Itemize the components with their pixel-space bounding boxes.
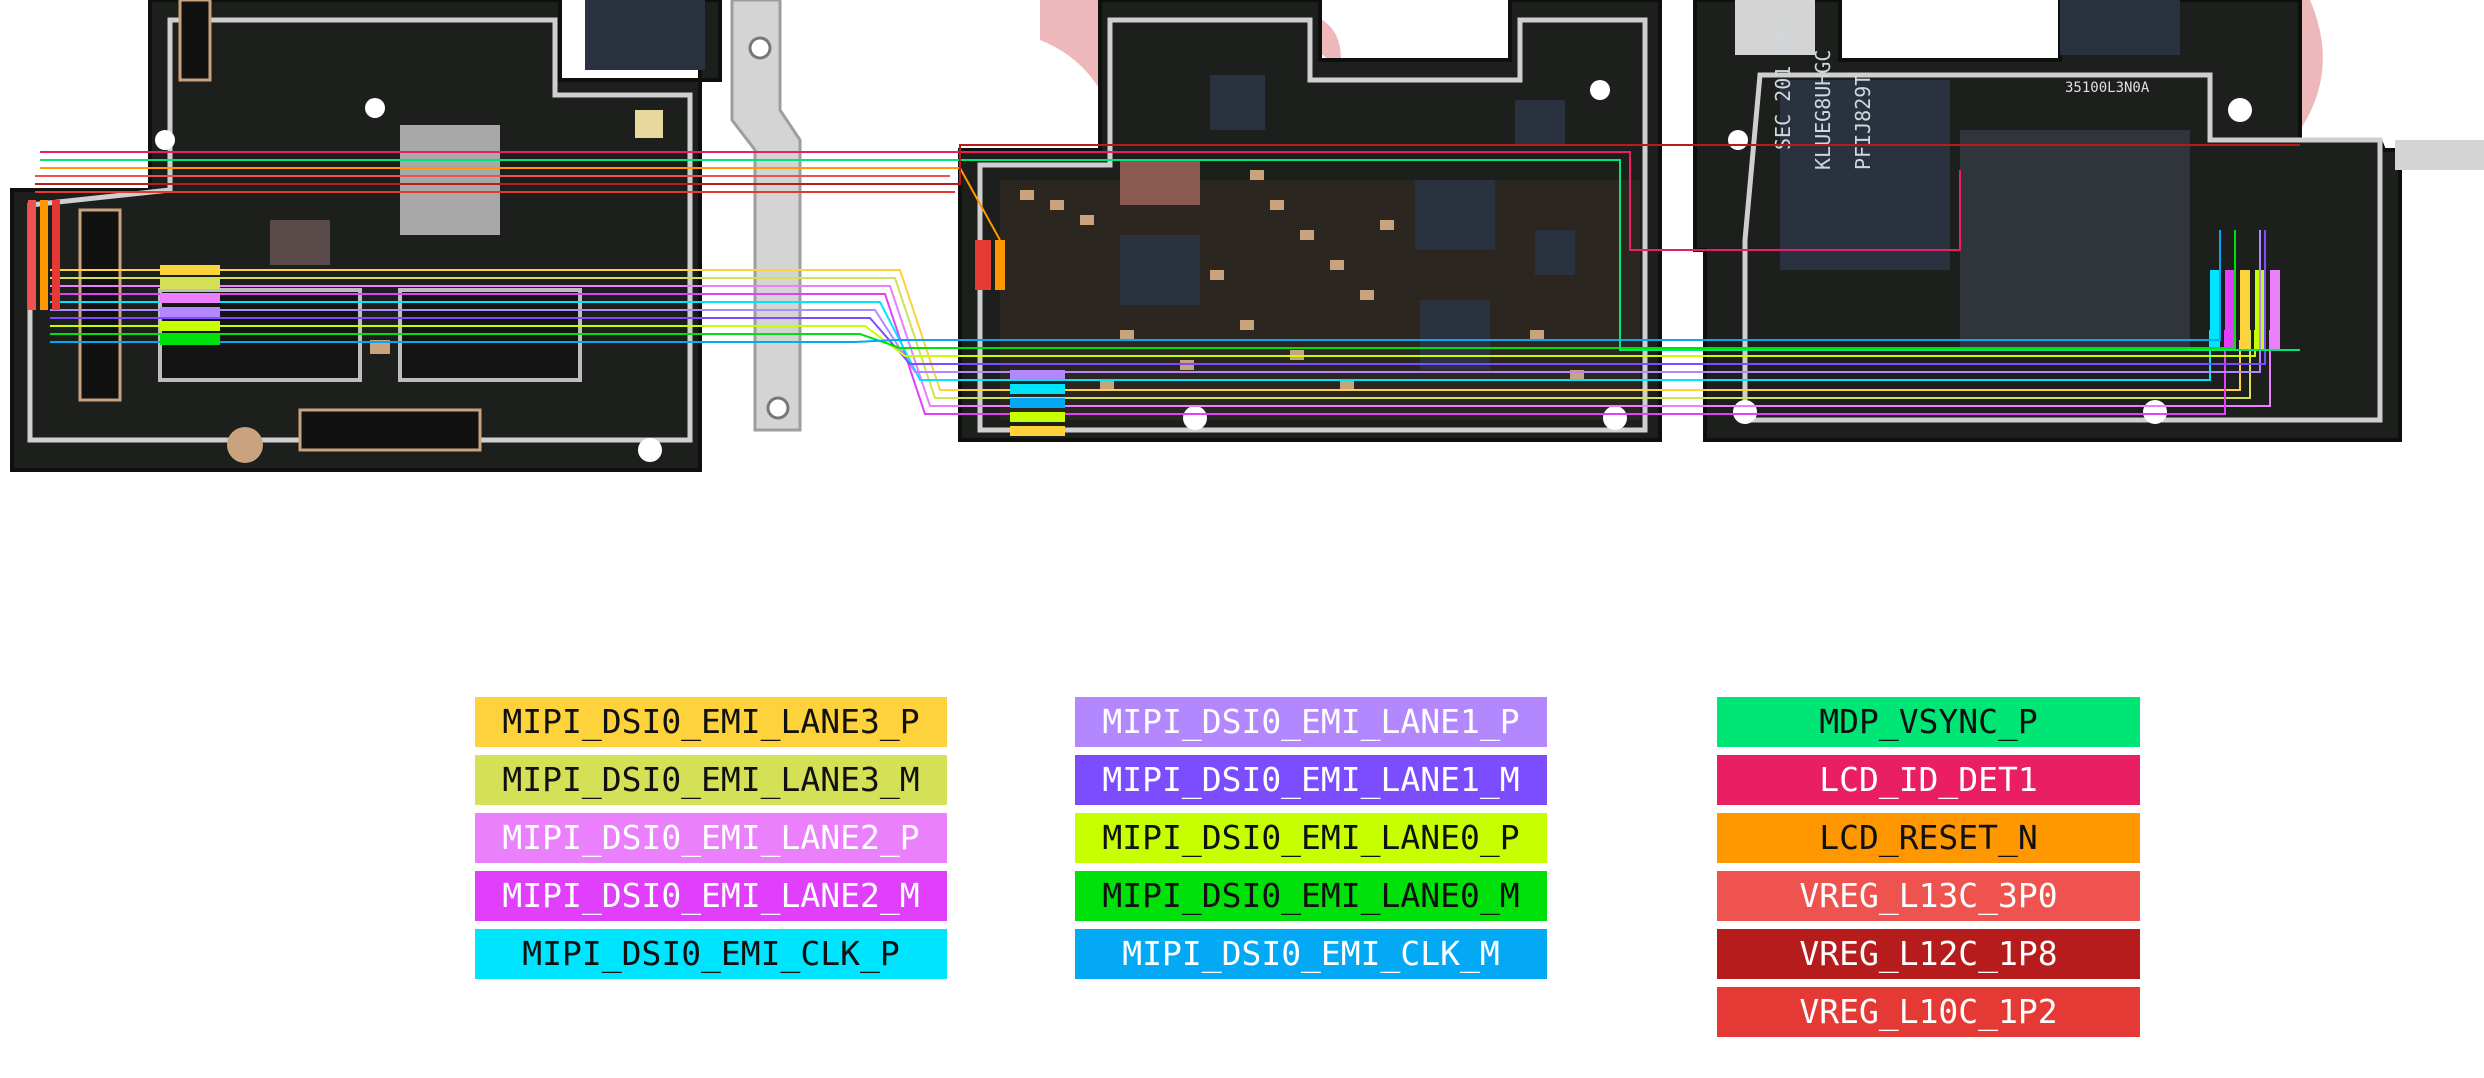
legend-label: VREG_L10C_1P2: [1717, 987, 2140, 1037]
legend-label: MIPI_DSI0_EMI_LANE3_P: [475, 697, 947, 747]
legend-label: MIPI_DSI0_EMI_CLK_P: [475, 929, 947, 979]
legend-column-3: MDP_VSYNC_P LCD_ID_DET1 LCD_RESET_N VREG…: [1717, 697, 2140, 1037]
chip-marking: PFIJ829T: [1851, 74, 1875, 170]
legend-label: MDP_VSYNC_P: [1717, 697, 2140, 747]
legend-label: MIPI_DSI0_EMI_LANE2_M: [475, 871, 947, 921]
legend-label: LCD_RESET_N: [1717, 813, 2140, 863]
legend-label: MIPI_DSI0_EMI_LANE0_M: [1075, 871, 1547, 921]
chip-marking: SEC 201 B0E1: [1771, 6, 1795, 151]
legend-label: MIPI_DSI0_EMI_LANE2_P: [475, 813, 947, 863]
connector-markers: [28, 200, 1065, 436]
board-left: [10, 0, 722, 472]
legend-label: MIPI_DSI0_EMI_LANE3_M: [475, 755, 947, 805]
chip-marking: KLUEG8UHGC: [1811, 50, 1835, 170]
board-right: SEC 201 B0E1 KLUEG8UHGC PFIJ829T 35100L3…: [1693, 0, 2484, 442]
metal-bracket: [730, 0, 802, 432]
legend-label: MIPI_DSI0_EMI_LANE1_M: [1075, 755, 1547, 805]
pcb-board-illustration: SEC 201 B0E1 KLUEG8UHGC PFIJ829T 35100L3…: [10, 0, 2484, 472]
legend-label: VREG_L13C_3P0: [1717, 871, 2140, 921]
signal-traces: [35, 144, 2300, 415]
board-middle: [958, 0, 1662, 442]
legend-label: MIPI_DSI0_EMI_CLK_M: [1075, 929, 1547, 979]
chip-marking: 35100L3N0A: [2065, 80, 2150, 96]
legend-column-2: MIPI_DSI0_EMI_LANE1_P MIPI_DSI0_EMI_LANE…: [1075, 697, 1547, 979]
legend-label: VREG_L12C_1P8: [1717, 929, 2140, 979]
legend-label: LCD_ID_DET1: [1717, 755, 2140, 805]
legend-label: MIPI_DSI0_EMI_LANE0_P: [1075, 813, 1547, 863]
legend-column-1: MIPI_DSI0_EMI_LANE3_P MIPI_DSI0_EMI_LANE…: [475, 697, 947, 979]
legend-label: MIPI_DSI0_EMI_LANE1_P: [1075, 697, 1547, 747]
